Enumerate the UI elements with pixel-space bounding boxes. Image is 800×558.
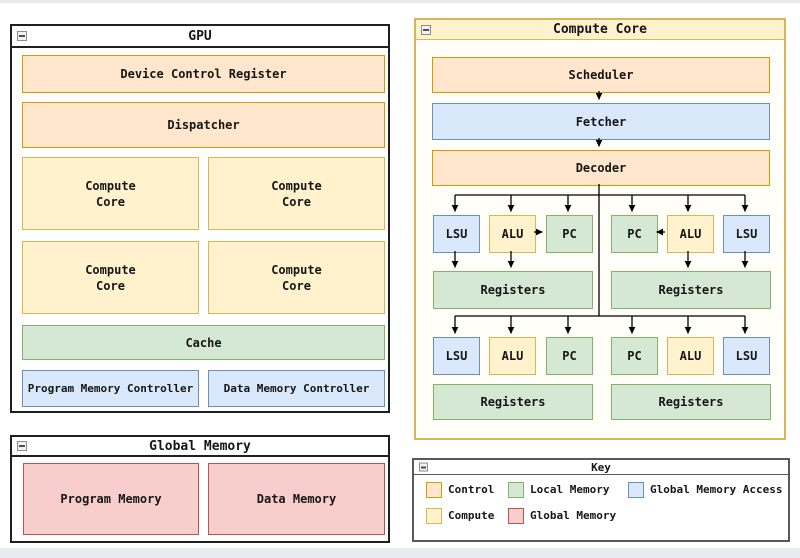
key-item-label: Compute (448, 509, 495, 522)
key-item-global-memory: Global Memory (508, 508, 616, 524)
key-item-label: Global Memory (530, 509, 617, 522)
gpu-window: GPU Device Control Register Dispatcher C… (10, 24, 390, 413)
lsu-box-row1-left: LSU (433, 215, 480, 253)
lsu-box-row1-right: LSU (723, 215, 770, 253)
pc-box-row2-right: PC (611, 337, 658, 375)
registers-box-row1-left: Registers (433, 271, 593, 309)
scheduler-box: Scheduler (432, 57, 770, 93)
device-control-register-box: Device Control Register (22, 55, 385, 93)
compute-core-box-3: Compute Core (22, 241, 199, 314)
key-item-compute: Compute (426, 508, 494, 524)
global-memory-window: Global Memory Program Memory Data Memory (10, 435, 390, 543)
key-item-control: Control (426, 482, 494, 498)
key-item-global-memory-access: Global Memory Access (628, 482, 782, 498)
compute-color-swatch (426, 508, 442, 524)
lsu-box-row2-left: LSU (433, 337, 480, 375)
fetcher-box: Fetcher (432, 103, 770, 140)
registers-box-row2-left: Registers (433, 384, 593, 420)
global-memory-access-color-swatch (628, 482, 644, 498)
gpu-window-title: GPU (188, 28, 212, 44)
collapse-icon[interactable] (421, 24, 431, 35)
cache-box: Cache (22, 325, 385, 360)
key-window: Key Control Local Memory Global Memory A… (412, 458, 790, 542)
key-item-label: Global Memory Access (650, 483, 783, 496)
pc-box-row2-left: PC (546, 337, 593, 375)
alu-box-row1-left: ALU (489, 215, 536, 253)
compute-core-box-2: Compute Core (208, 157, 385, 230)
alu-box-row2-right: ALU (667, 337, 714, 375)
key-window-title: Key (591, 460, 611, 474)
global-memory-titlebar: Global Memory (12, 437, 388, 457)
registers-box-row2-right: Registers (611, 384, 771, 420)
key-item-local-memory: Local Memory (508, 482, 609, 498)
global-memory-window-title: Global Memory (149, 438, 251, 454)
collapse-icon[interactable] (17, 441, 27, 451)
compute-core-window-title: Compute Core (553, 22, 647, 37)
key-item-label: Control (448, 483, 495, 496)
compute-core-box-1: Compute Core (22, 157, 199, 230)
global-memory-color-swatch (508, 508, 524, 524)
gpu-titlebar: GPU (12, 26, 388, 48)
alu-box-row2-left: ALU (489, 337, 536, 375)
key-titlebar: Key (414, 460, 788, 475)
compute-core-window: Compute Core Scheduler Fetcher Decoder L… (414, 18, 786, 440)
decoder-box: Decoder (432, 150, 770, 186)
data-memory-controller-box: Data Memory Controller (208, 370, 385, 407)
collapse-icon[interactable] (419, 462, 428, 472)
program-memory-controller-box: Program Memory Controller (22, 370, 199, 407)
compute-core-box-4: Compute Core (208, 241, 385, 314)
pc-box-row1-right: PC (611, 215, 658, 253)
pc-box-row1-left: PC (546, 215, 593, 253)
lsu-box-row2-right: LSU (723, 337, 770, 375)
local-memory-color-swatch (508, 482, 524, 498)
data-memory-box: Data Memory (208, 463, 385, 535)
alu-box-row1-right: ALU (667, 215, 714, 253)
dispatcher-box: Dispatcher (22, 102, 385, 148)
collapse-icon[interactable] (17, 31, 27, 41)
page-edge-strip-bottom (0, 548, 800, 558)
page-edge-strip-top (0, 0, 800, 3)
control-color-swatch (426, 482, 442, 498)
key-item-label: Local Memory (530, 483, 610, 496)
compute-core-titlebar: Compute Core (416, 20, 784, 40)
registers-box-row1-right: Registers (611, 271, 771, 309)
program-memory-box: Program Memory (23, 463, 199, 535)
